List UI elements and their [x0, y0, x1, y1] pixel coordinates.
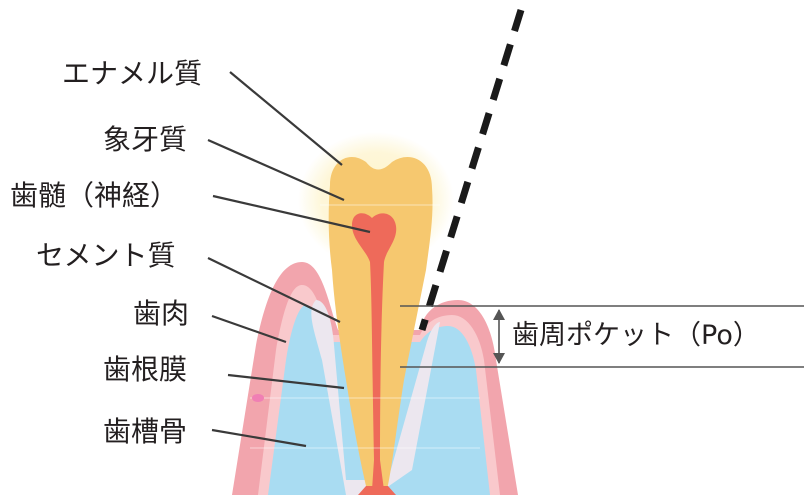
- leader-pdl: [227, 373, 345, 390]
- leader-cementum: [207, 257, 341, 323]
- pdl-shape: [311, 300, 440, 495]
- label-enamel: エナメル質: [62, 57, 203, 90]
- label-gingiva: 歯肉: [133, 297, 190, 330]
- leader-pulp: [212, 194, 371, 234]
- label-pocket: 歯周ポケット（Po）: [512, 320, 760, 351]
- pocket-arrow-down: [493, 353, 505, 364]
- label-pulp: 歯髄（神経）: [10, 179, 179, 212]
- leader-enamel: [229, 71, 343, 166]
- pink-dot: [252, 394, 264, 402]
- pulp-apex: [358, 486, 396, 495]
- leader-dentin: [207, 138, 345, 202]
- label-pdl: 歯根膜: [103, 353, 188, 386]
- label-alveolar-bone: 歯槽骨: [103, 415, 188, 448]
- leader-gingiva: [211, 314, 287, 344]
- label-cementum: セメント質: [36, 239, 176, 272]
- probe-line: [418, 8, 525, 332]
- pulp-shape: [352, 213, 397, 490]
- leader-bone: [211, 428, 307, 448]
- pocket-arrow-up: [493, 309, 505, 320]
- label-dentin: 象牙質: [103, 123, 188, 156]
